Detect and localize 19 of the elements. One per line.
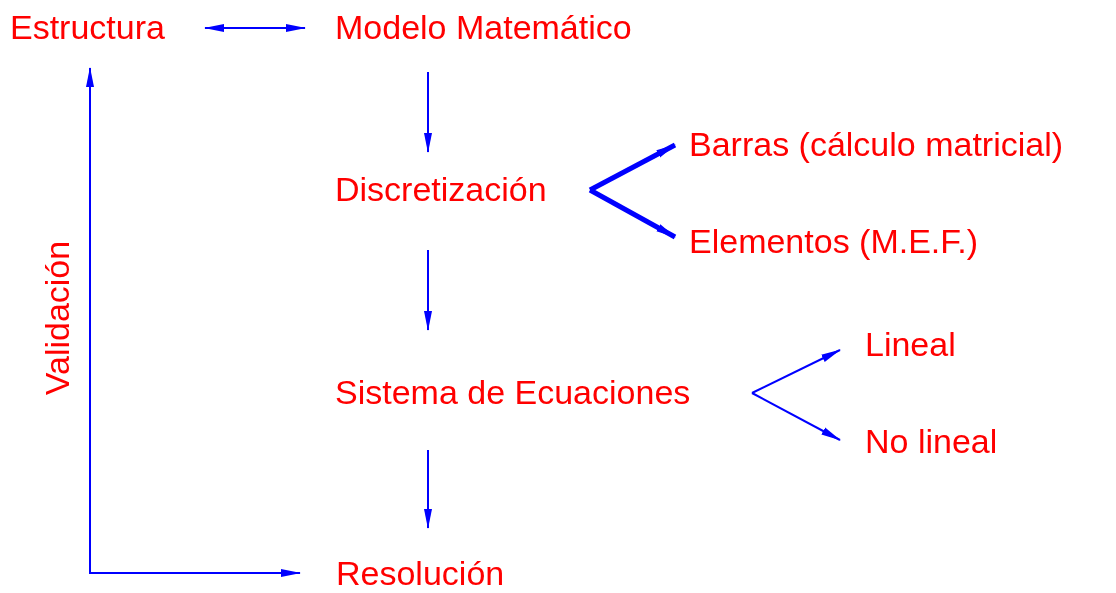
- arrow: [424, 71, 432, 153]
- arrow: [204, 24, 306, 32]
- arrow: [86, 67, 301, 577]
- node-label: Resolución: [300, 528, 532, 592]
- arrow: [588, 187, 677, 240]
- node-label: No lineal: [840, 422, 1020, 462]
- node-label: Discretización: [330, 152, 590, 250]
- arrow: [751, 349, 841, 394]
- arrow: [588, 142, 677, 193]
- node-label: Elementos (M.E.F.): [675, 222, 1025, 262]
- arrow: [424, 249, 432, 331]
- arrow: [751, 392, 841, 441]
- node-label: Barras (cálculo matricial): [675, 125, 1115, 165]
- node-label: Modelo Matemático: [305, 8, 677, 72]
- edge-label: Validación: [38, 240, 76, 396]
- node-label: Lineal: [840, 325, 975, 365]
- node-label: Sistema de Ecuaciones: [330, 330, 752, 450]
- arrow: [424, 449, 432, 529]
- node-label: Estructura: [5, 0, 205, 68]
